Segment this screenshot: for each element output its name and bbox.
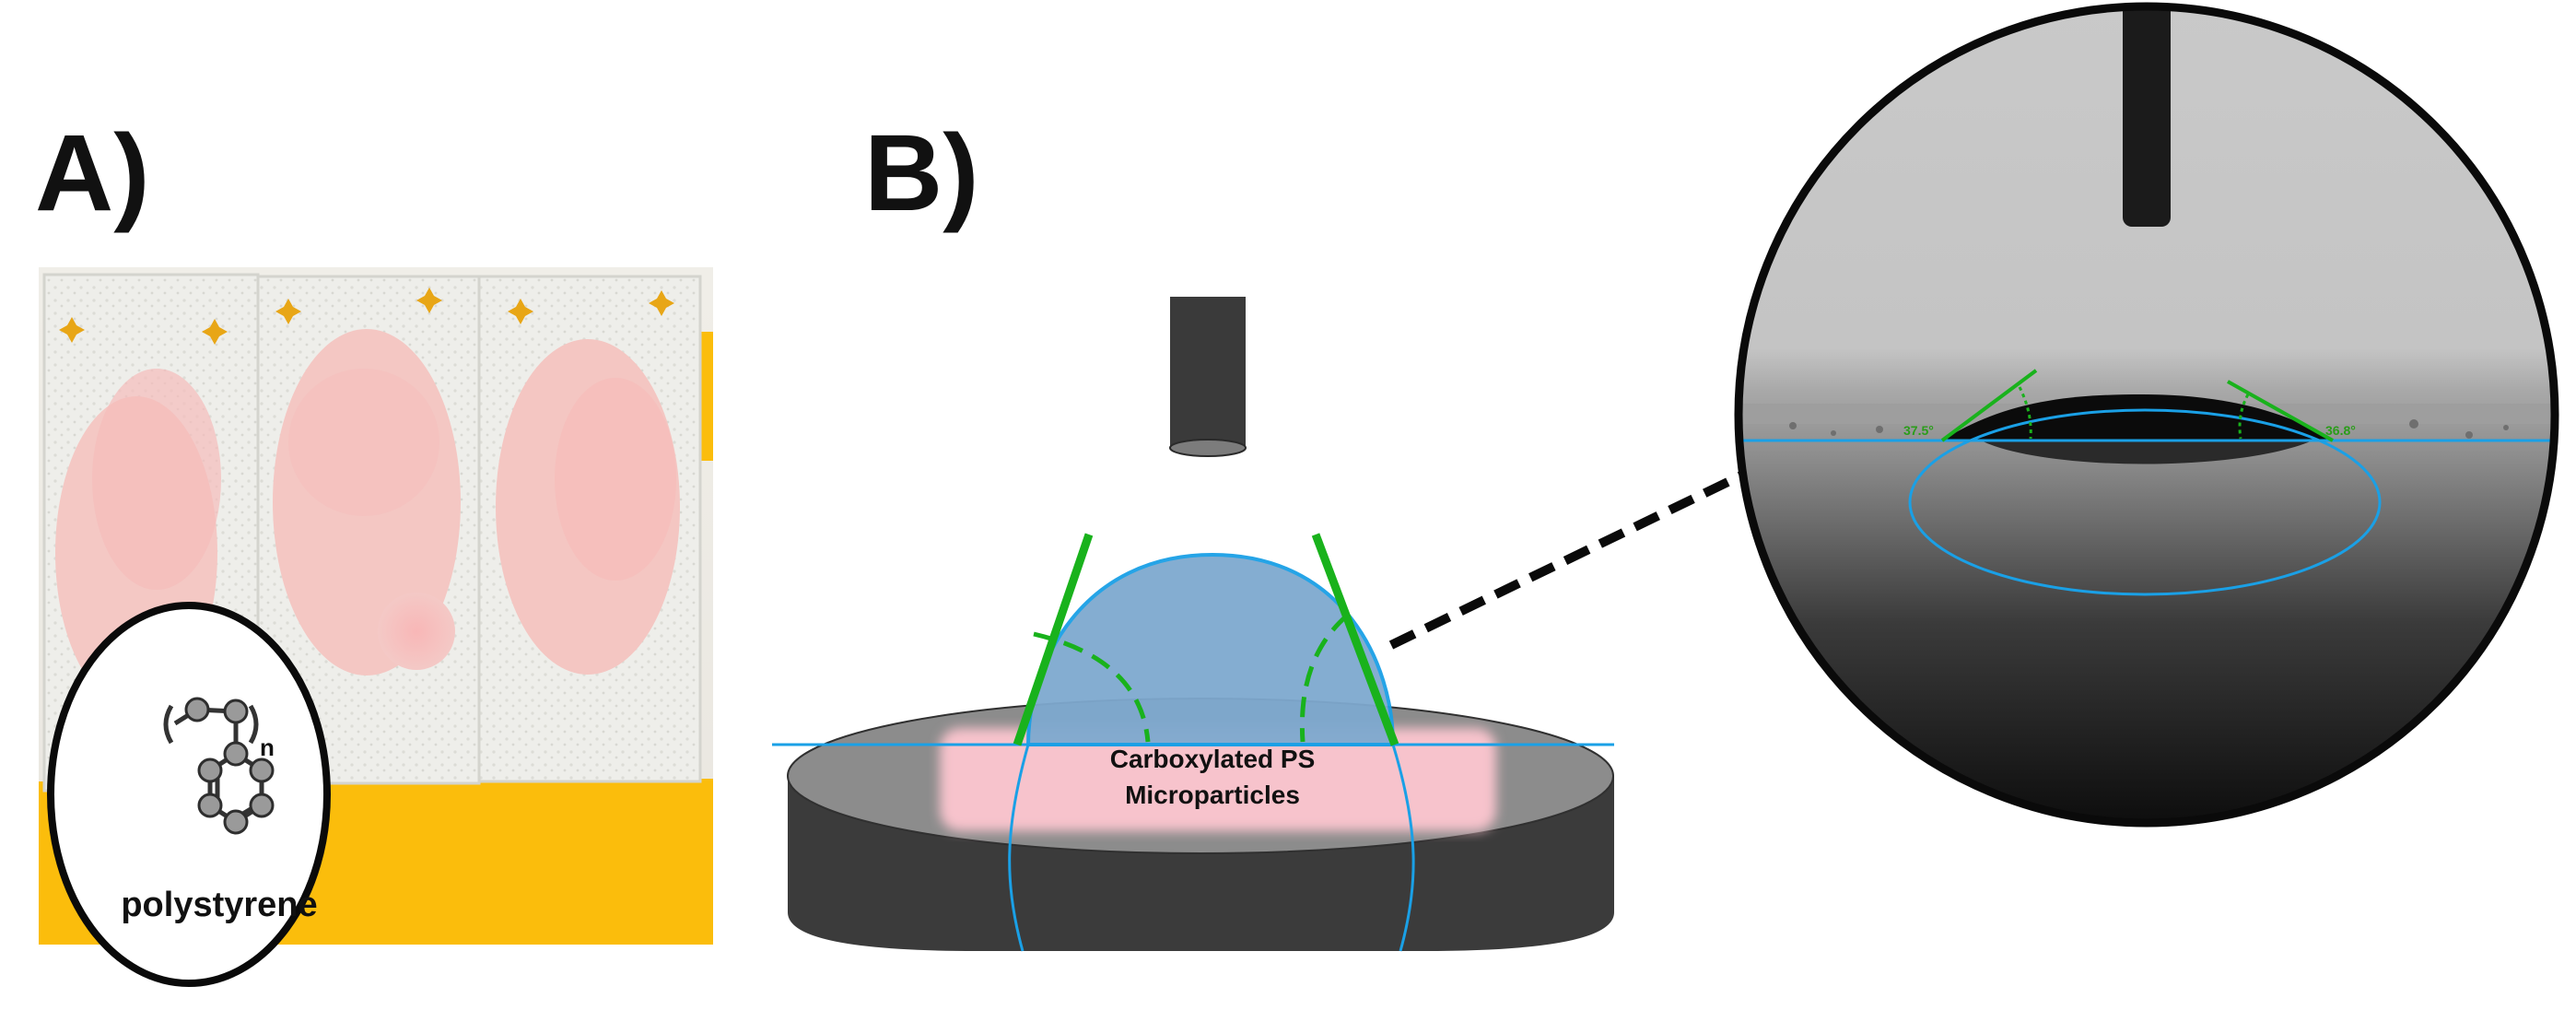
polystyrene-inset: n polystyrene xyxy=(47,602,331,987)
tangent-right xyxy=(1311,533,1399,746)
polystyrene-structure-icon xyxy=(163,697,275,835)
micrograph-fit-ellipse xyxy=(1908,408,2382,596)
micrograph-droplet xyxy=(1942,394,2333,440)
polystyrene-subscript: n xyxy=(260,734,275,761)
slide-3 xyxy=(477,275,702,783)
micrograph-tangent-left xyxy=(1940,369,2038,442)
sample-label-line1: Carboxylated PS xyxy=(1110,745,1316,773)
micrograph-angle-right: 36.8° xyxy=(2325,423,2356,438)
contact-angle-micrograph: 37.5° 36.8° xyxy=(1734,2,2559,828)
syringe-needle xyxy=(1169,297,1247,457)
micrograph-angle-left: 37.5° xyxy=(1903,423,1934,438)
fit-circle-right xyxy=(1391,744,1415,952)
panel-b-label: B) xyxy=(864,112,979,234)
panel-a-label: A) xyxy=(35,112,150,234)
sample-label-line2: Microparticles xyxy=(1125,781,1300,809)
microparticle-layer xyxy=(940,728,1496,831)
angle-arc-right xyxy=(1299,614,1349,743)
slide-2 xyxy=(256,275,481,785)
polystyrene-caption: polystyrene xyxy=(121,886,317,924)
fit-circle-left xyxy=(1008,744,1030,952)
zoom-connector xyxy=(1388,470,1746,650)
micrograph-tangent-right xyxy=(2227,380,2334,442)
slide-markers xyxy=(59,288,674,345)
